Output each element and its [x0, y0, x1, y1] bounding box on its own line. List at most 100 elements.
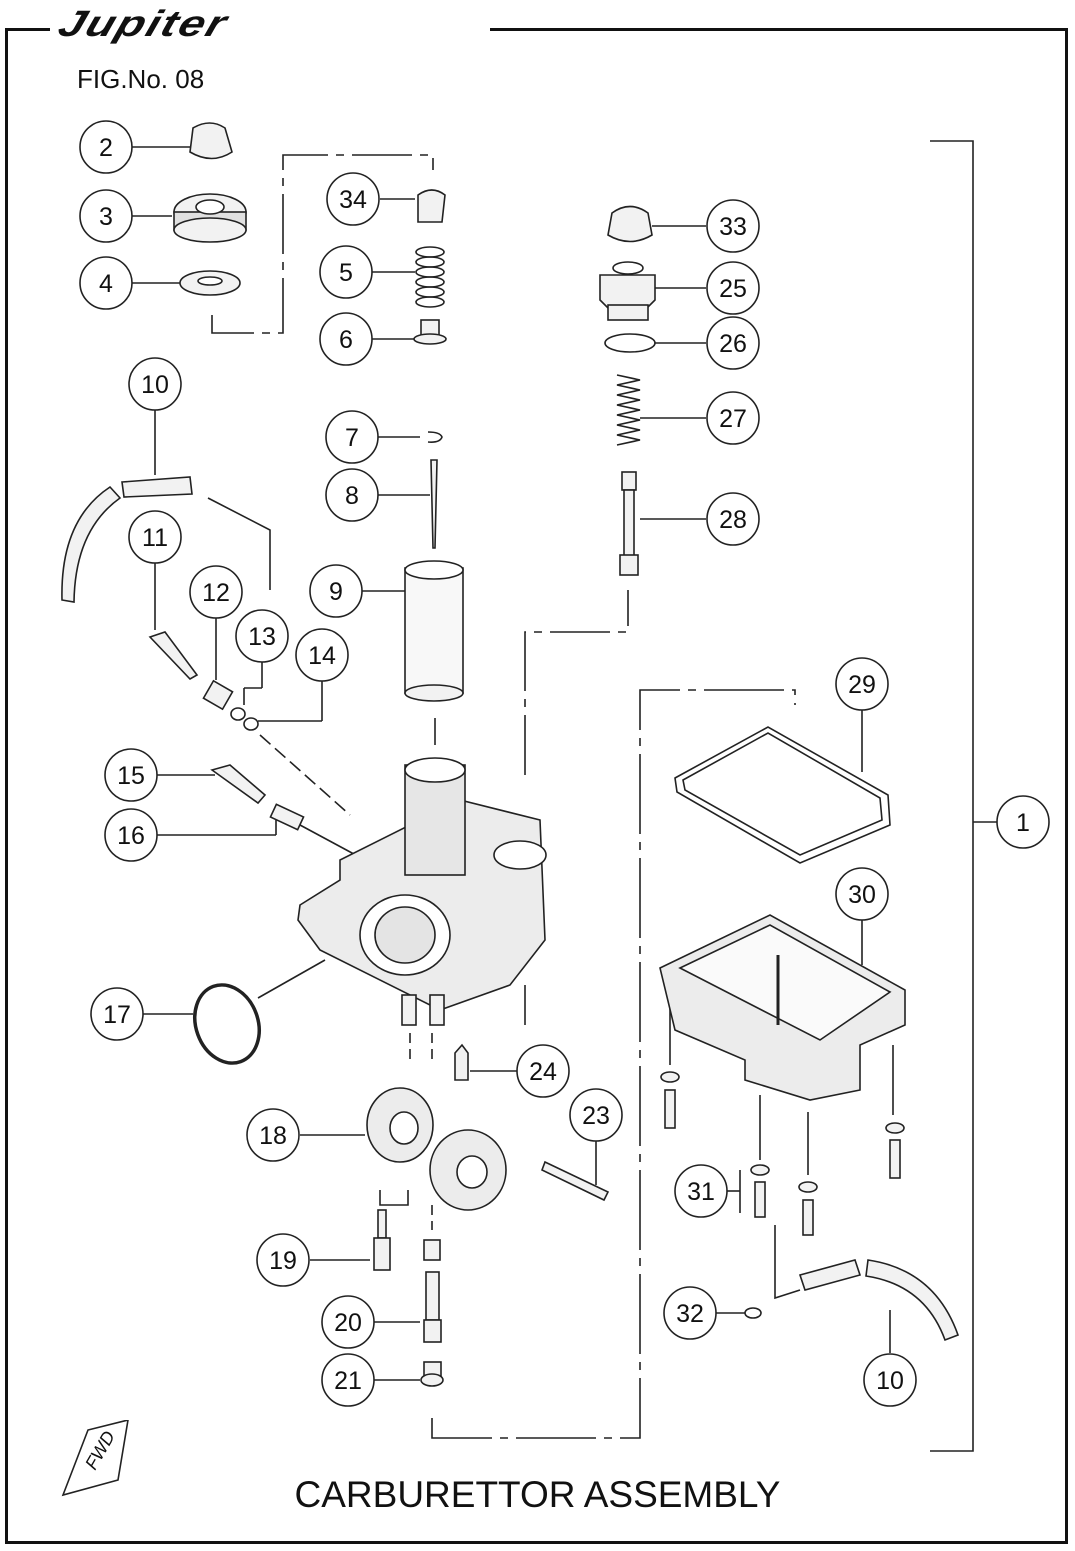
callout-number: 2 [99, 134, 113, 162]
callout-number: 26 [719, 330, 747, 358]
callout-number: 1 [1016, 809, 1030, 837]
callout-circle [835, 657, 889, 711]
callout-circle [321, 1353, 375, 1407]
callout-number: 24 [529, 1058, 557, 1086]
callout-number: 21 [334, 1367, 362, 1395]
callout-3: 3 [79, 189, 133, 243]
callout-number: 10 [876, 1367, 904, 1395]
callout-circle [128, 510, 182, 564]
callout-2: 2 [79, 120, 133, 174]
diagram-title: CARBURETTOR ASSEMBLY [294, 1474, 781, 1515]
callout-circle [325, 410, 379, 464]
callout-number: 28 [719, 506, 747, 534]
callout-circle [321, 1295, 375, 1349]
callout-circle [319, 312, 373, 366]
figure-number: FIG.No. 08 [77, 64, 205, 94]
callout-8: 8 [325, 468, 379, 522]
callout-4: 4 [79, 256, 133, 310]
callout-number: 16 [117, 822, 145, 850]
callout-32: 32 [663, 1286, 717, 1340]
brand-backdrop [50, 18, 490, 44]
callout-17: 17 [90, 987, 144, 1041]
callout-circle [569, 1088, 623, 1142]
callout-7: 7 [325, 410, 379, 464]
callout-number: 32 [676, 1300, 704, 1328]
callout-circle [516, 1044, 570, 1098]
callout-number: 20 [334, 1309, 362, 1337]
callout-number: 5 [339, 259, 353, 287]
callout-11: 11 [128, 510, 182, 564]
callout-24: 24 [516, 1044, 570, 1098]
callout-circle [326, 172, 380, 226]
callout-circle [706, 316, 760, 370]
callout-circle [663, 1286, 717, 1340]
callout-number: 11 [142, 524, 168, 552]
callout-circle [79, 120, 133, 174]
callout-number: 6 [339, 326, 353, 354]
callout-26: 26 [706, 316, 760, 370]
callout-number: 31 [687, 1178, 715, 1206]
callout-circle [706, 261, 760, 315]
callout-circle [79, 189, 133, 243]
callout-number: 15 [117, 762, 145, 790]
callout-31: 31 [674, 1164, 728, 1218]
callout-number: 9 [329, 578, 343, 606]
callout-10: 10 [863, 1353, 917, 1407]
callout-number: 27 [719, 405, 747, 433]
callout-25: 25 [706, 261, 760, 315]
callout-number: 8 [345, 482, 359, 510]
callout-number: 33 [719, 213, 747, 241]
callout-number: 25 [719, 275, 747, 303]
callout-number: 4 [99, 270, 113, 298]
callout-circle [706, 199, 760, 253]
callout-circle [256, 1233, 310, 1287]
callout-number: 3 [99, 203, 113, 231]
callout-circle [246, 1108, 300, 1162]
callout-13: 13 [235, 609, 289, 663]
callout-circle [104, 748, 158, 802]
callout-23: 23 [569, 1088, 623, 1142]
callout-number: 10 [141, 371, 169, 399]
fwd-arrow-icon [61, 1418, 129, 1497]
callout-18: 18 [246, 1108, 300, 1162]
callout-15: 15 [104, 748, 158, 802]
callout-circle [309, 564, 363, 618]
callout-circle [295, 628, 349, 682]
callout-29: 29 [835, 657, 889, 711]
callout-5: 5 [319, 245, 373, 299]
callout-number: 29 [848, 671, 876, 699]
callout-circle [235, 609, 289, 663]
callout-number: 17 [103, 1001, 131, 1029]
callout-12: 12 [189, 565, 243, 619]
callout-20: 20 [321, 1295, 375, 1349]
callout-14: 14 [295, 628, 349, 682]
callout-circle [104, 808, 158, 862]
callout-number: 19 [269, 1247, 297, 1275]
leader-lines [132, 140, 997, 1452]
callout-28: 28 [706, 492, 760, 546]
callout-9: 9 [309, 564, 363, 618]
callout-circle [90, 987, 144, 1041]
callout-circle [189, 565, 243, 619]
callout-circle [79, 256, 133, 310]
callout-number: 30 [848, 881, 876, 909]
forward-indicator: FWD [58, 1418, 138, 1500]
page-frame [5, 28, 1068, 1544]
callout-number: 18 [259, 1122, 287, 1150]
callout-21: 21 [321, 1353, 375, 1407]
part-shapes [61, 122, 960, 1387]
callout-number: 34 [339, 186, 367, 214]
callout-circle [674, 1164, 728, 1218]
callout-circle [319, 245, 373, 299]
callout-34: 34 [326, 172, 380, 226]
callout-10: 10 [128, 357, 182, 411]
callout-16: 16 [104, 808, 158, 862]
callout-circle [325, 468, 379, 522]
callout-number: 12 [202, 579, 230, 607]
callout-19: 19 [256, 1233, 310, 1287]
callout-1: 1 [996, 795, 1050, 849]
callout-27: 27 [706, 391, 760, 445]
callout-circle [835, 867, 889, 921]
